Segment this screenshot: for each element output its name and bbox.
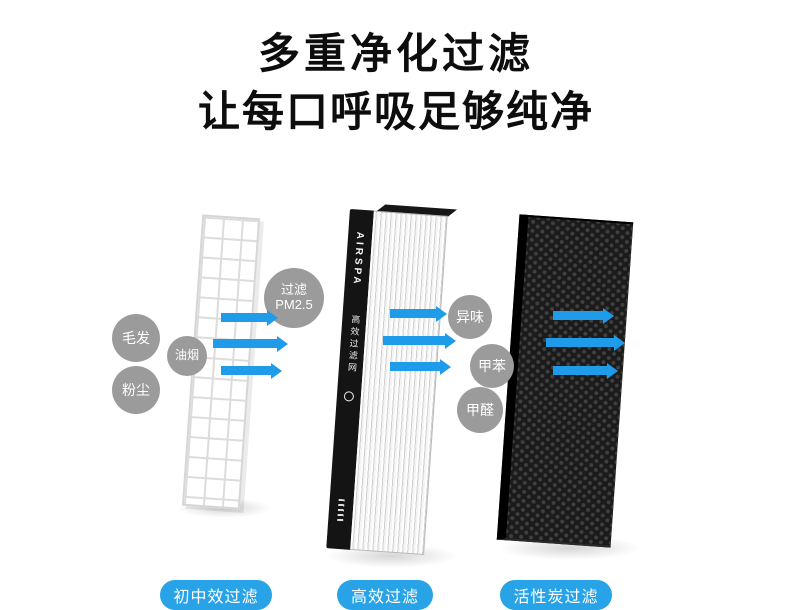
- hepa-filter-illustration: AIRSPA 高效过滤网: [326, 204, 458, 556]
- carbon-filter-illustration: [496, 214, 634, 548]
- airflow-arrow-icon: [553, 366, 607, 375]
- stage-pill-prefilter: 初中效过滤: [160, 580, 272, 610]
- pollutant-bubble-formaldehyde: 甲醛: [457, 387, 503, 433]
- airflow-arrow-icon: [390, 362, 440, 371]
- pollutant-label: 油烟: [174, 348, 199, 363]
- pollutant-label-line2: PM2.5: [275, 297, 313, 312]
- pollutant-bubble-toluene: 甲苯: [470, 344, 514, 388]
- pollutant-label-line1: 过滤: [280, 282, 307, 298]
- airflow-arrow-icon: [221, 313, 267, 322]
- stage-pill-carbon: 活性炭过滤: [500, 580, 612, 610]
- pollutant-label: 毛发: [122, 329, 150, 346]
- page-title: 多重净化过滤: [257, 30, 534, 77]
- airflow-arrow-icon: [553, 311, 603, 320]
- airflow-arrow-icon: [213, 339, 277, 348]
- airflow-arrow-icon: [390, 309, 436, 318]
- pollutant-label: 异味: [456, 308, 484, 325]
- airflow-arrow-icon: [546, 338, 614, 347]
- airflow-arrow-icon: [221, 366, 271, 375]
- stage-pill-hepa: 高效过滤: [337, 580, 433, 610]
- brand-label: AIRSPA: [350, 231, 366, 288]
- pollutant-bubble-oil-smoke: 油烟: [167, 336, 207, 376]
- hepa-side-text: 高效过滤网: [346, 314, 361, 375]
- pollutant-label: 甲醛: [466, 401, 494, 418]
- pollutant-bubble-dust: 粉尘: [112, 366, 160, 414]
- pollutant-label: 甲苯: [478, 357, 506, 374]
- airflow-arrow-icon: [383, 336, 445, 345]
- pollutant-bubble-hair: 毛发: [112, 314, 160, 362]
- hepa-fine-print: [337, 498, 345, 522]
- brand-logo-icon: [343, 391, 355, 402]
- pollutant-label: 粉尘: [122, 381, 150, 398]
- page-subtitle: 让每口呼吸足够纯净: [197, 88, 594, 135]
